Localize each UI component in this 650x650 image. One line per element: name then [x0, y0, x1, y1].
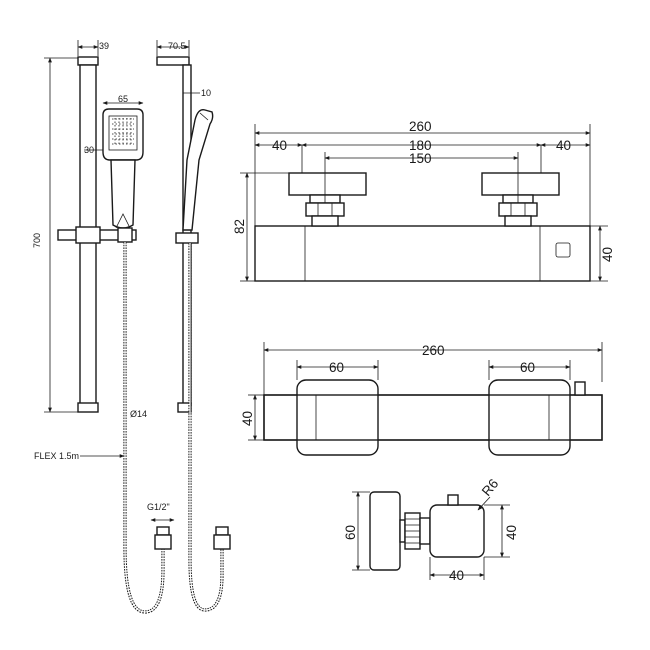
shower-head: [102, 108, 144, 161]
shower-kit-front-view: 39 65 30 700 Ø14 FLEX 1.5m G1/2": [32, 40, 175, 614]
dim-corner-radius: R6: [479, 476, 502, 499]
top-left-handle: [296, 379, 379, 456]
valve-top-view: 260 60 60 40: [240, 342, 603, 456]
side-hose-nut: [213, 534, 231, 550]
valve-button: [555, 242, 571, 258]
dim-head-depth: 10: [201, 88, 211, 98]
spray-nozzles: [112, 118, 134, 146]
dim-front-right-offset: 40: [556, 138, 571, 153]
top-right-handle: [488, 379, 571, 456]
top-button: [574, 381, 586, 396]
side-top-bracket: [156, 56, 190, 66]
shower-head-face: [108, 115, 138, 151]
valve-front-view: 260 40 180 40 150 82 40: [232, 119, 615, 282]
valve-body: [254, 225, 591, 282]
dim-side-body-height: 40: [504, 525, 519, 540]
dim-top-width: 260: [422, 343, 445, 358]
dim-side-depth: 70.5: [168, 41, 186, 51]
dim-front-left-offset: 40: [272, 138, 287, 153]
valve-side-view: 60 40 40 R6: [343, 476, 519, 583]
shower-kit-side-view: 70.5 10: [156, 40, 231, 612]
right-handle: [481, 172, 560, 196]
rail-bottom-cap: [77, 402, 99, 413]
dim-top-right-handle: 60: [520, 360, 535, 375]
dim-head-width: 65: [118, 94, 128, 104]
side-button: [447, 494, 459, 506]
flexible-hose: [123, 242, 165, 614]
dim-head-length: 30: [84, 145, 94, 155]
side-handle: [369, 491, 401, 571]
slider-bracket-clamp: [75, 226, 101, 244]
hose-nut: [154, 534, 172, 550]
dim-rail-width: 39: [99, 41, 109, 51]
dim-side-body-depth: 40: [449, 568, 464, 583]
left-handle: [288, 172, 367, 196]
dim-top-left-handle: 60: [329, 360, 344, 375]
dim-body-height: 40: [600, 247, 615, 262]
label-hose-length: FLEX 1.5m: [34, 451, 79, 461]
right-spindle-nut: [498, 202, 538, 217]
dim-side-handle-height: 60: [343, 525, 358, 540]
side-hose: [188, 243, 224, 612]
hose-nut-top: [156, 526, 170, 536]
dim-top-depth: 40: [240, 411, 255, 426]
side-slider: [175, 232, 199, 244]
handle-notch: [115, 213, 131, 229]
dim-hose-diameter: Ø14: [130, 409, 147, 419]
dim-centres-min: 150: [409, 151, 432, 166]
hose-connector: [117, 227, 133, 243]
rail-top-cap: [77, 56, 99, 66]
label-thread: G1/2": [147, 502, 170, 512]
leader-corner-radius: [477, 496, 491, 511]
dim-front-height: 82: [232, 219, 247, 234]
shower-handle: [110, 159, 136, 229]
side-shower-head: [182, 109, 214, 231]
side-bottom-bracket: [177, 402, 192, 413]
side-body: [429, 504, 485, 558]
dim-front-width: 260: [409, 119, 432, 134]
dim-rail-height: 700: [32, 233, 42, 248]
dim-centres-max: 180: [409, 138, 432, 153]
left-spindle-nut: [305, 202, 345, 217]
